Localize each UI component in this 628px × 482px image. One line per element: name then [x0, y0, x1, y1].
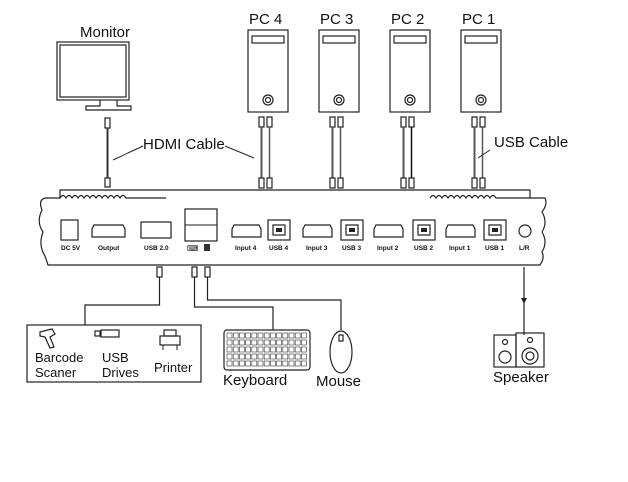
- barcode-scanner-icon: [39, 328, 56, 349]
- pc-tower-3: [318, 29, 360, 113]
- pc-tower-1: [460, 29, 502, 113]
- monitor-label: Monitor: [80, 24, 130, 41]
- usb3-label: USB 3: [342, 245, 362, 252]
- input3-label: Input 3: [306, 245, 328, 252]
- kvm-switch-body: [38, 189, 547, 266]
- mouse-cable: [204, 266, 342, 330]
- input1-label: Input 1: [449, 245, 471, 252]
- keyboard-port-icon: ⌨: [187, 244, 199, 253]
- lr-label: L/R: [519, 245, 530, 252]
- hdmi-cable-label: HDMI Cable: [143, 136, 225, 153]
- input2-label: Input 2: [377, 245, 399, 252]
- usb1-label: USB 1: [485, 245, 505, 252]
- audio-port: [518, 224, 532, 238]
- hdmi-cable-monitor: [104, 117, 111, 188]
- speaker-label: Speaker: [493, 369, 549, 386]
- hdmi-input3-port: [302, 224, 333, 238]
- usb-drive-icon: [94, 329, 120, 338]
- barcode-label-1: Barcode: [35, 350, 83, 365]
- pc-cables: [400, 116, 415, 189]
- pc-tower-4: [247, 29, 289, 113]
- speaker-icon: [493, 332, 545, 368]
- usb2-b-port: [412, 219, 436, 241]
- usb20-port: [140, 221, 172, 239]
- pc-label: PC 2: [391, 11, 424, 28]
- pc-cables: [258, 116, 273, 189]
- keyboard-cable: [191, 266, 274, 330]
- keyboard-label: Keyboard: [223, 372, 287, 389]
- keyboard-icon: [223, 329, 311, 371]
- hdmi-output-port: [91, 224, 126, 238]
- printer-label: Printer: [154, 360, 193, 375]
- usb4-b-port: [267, 219, 291, 241]
- printer-icon: [159, 329, 181, 350]
- usb-drives-label-1: USB: [102, 350, 129, 365]
- dc-label: DC 5V: [61, 245, 81, 252]
- output-label: Output: [98, 245, 120, 252]
- mouse-icon: [329, 330, 353, 374]
- pc-tower-2: [389, 29, 431, 113]
- hdmi-input1-port: [445, 224, 476, 238]
- usb1-b-port: [483, 219, 507, 241]
- pc-cables: [471, 116, 486, 189]
- usb20-label: USB 2.0: [144, 245, 169, 252]
- pc-label: PC 1: [462, 11, 495, 28]
- usb3-b-port: [340, 219, 364, 241]
- pc-label: PC 4: [249, 11, 282, 28]
- barcode-label-2: Scaner: [35, 365, 77, 380]
- usb-cable-label: USB Cable: [494, 134, 568, 151]
- dc-port: [60, 219, 79, 241]
- input4-label: Input 4: [235, 245, 257, 252]
- pc-cables: [329, 116, 344, 189]
- pc-label: PC 3: [320, 11, 353, 28]
- usb-drives-label-2: Drives: [102, 365, 139, 380]
- usb4-label: USB 4: [269, 245, 289, 252]
- usb2-label: USB 2: [414, 245, 434, 252]
- mouse-label: Mouse: [316, 373, 361, 390]
- usb-peripherals-box: [26, 324, 202, 383]
- hdmi-input4-port: [231, 224, 262, 238]
- monitor-icon: [56, 41, 132, 111]
- audio-cable: [521, 267, 527, 335]
- mouse-port-icon: [204, 244, 210, 251]
- usb20-cable: [84, 266, 163, 325]
- hdmi-input2-port: [373, 224, 404, 238]
